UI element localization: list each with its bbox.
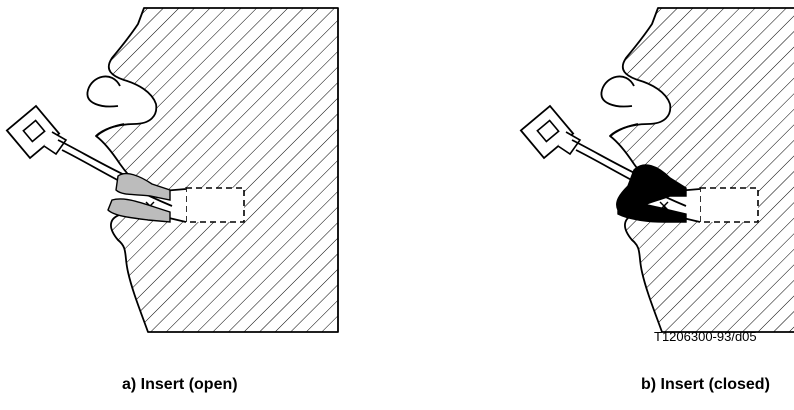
caption-panel-b: b) Insert (closed)	[641, 376, 770, 394]
panel-b	[521, 8, 794, 332]
reference-code: T1206300-93/d05	[654, 329, 757, 344]
caption-panel-a: a) Insert (open)	[122, 376, 238, 394]
panel-a	[7, 8, 338, 332]
